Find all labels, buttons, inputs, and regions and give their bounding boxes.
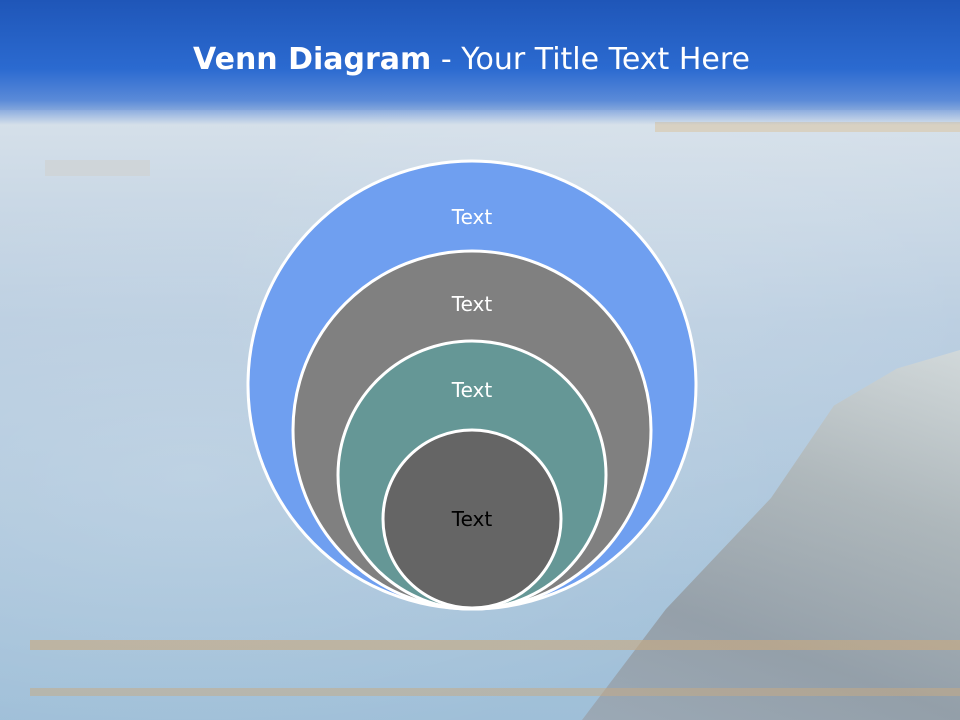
slide-title-bold: Venn Diagram (193, 42, 432, 77)
venn-circle-2-label: Text (451, 292, 493, 316)
venn-circle-1-label: Text (451, 205, 493, 229)
background-photo-railing (30, 640, 960, 720)
venn-circle-4-shape (381, 428, 563, 610)
header-band (0, 0, 960, 125)
slide-title-rest: - Your Title Text Here (431, 42, 750, 77)
venn-circle-3-label: Text (451, 378, 493, 402)
venn-circle-4[interactable]: Text (381, 428, 563, 610)
background-photo-raft (45, 160, 150, 176)
background-photo-pier (655, 122, 960, 132)
slide-title[interactable]: Venn Diagram - Your Title Text Here (0, 42, 943, 77)
venn-circle-4-label: Text (451, 507, 493, 531)
